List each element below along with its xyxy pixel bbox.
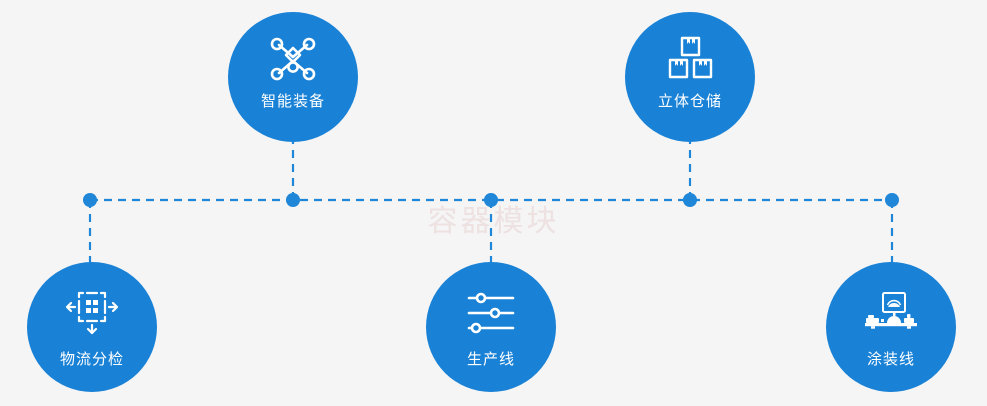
module-production-line[interactable]: 生产线	[426, 262, 556, 392]
sliders-icon	[463, 288, 519, 338]
module-logistics-sorting[interactable]: 物流分检	[27, 262, 157, 392]
timeline-node-2[interactable]	[286, 193, 300, 207]
timeline-node-3[interactable]	[484, 193, 498, 207]
module-smart-equipment[interactable]: 智能装备	[228, 12, 358, 142]
stacked-boxes-icon	[662, 34, 718, 84]
module-painting-line[interactable]: 涂装线	[826, 262, 956, 392]
timeline-node-4[interactable]	[683, 193, 697, 207]
module-label: 智能装备	[260, 92, 325, 110]
module-label: 生产线	[466, 350, 515, 368]
module-label: 涂装线	[866, 350, 915, 368]
timeline-node-1[interactable]	[83, 193, 97, 207]
sorting-arrows-icon	[64, 288, 120, 338]
factory-workstation-icon	[863, 288, 919, 338]
module-stereo-warehouse[interactable]: 立体仓储	[625, 12, 755, 142]
module-label: 立体仓储	[657, 92, 722, 110]
module-label: 物流分检	[59, 350, 124, 368]
network-nodes-icon	[265, 34, 321, 84]
timeline-node-5[interactable]	[885, 193, 899, 207]
